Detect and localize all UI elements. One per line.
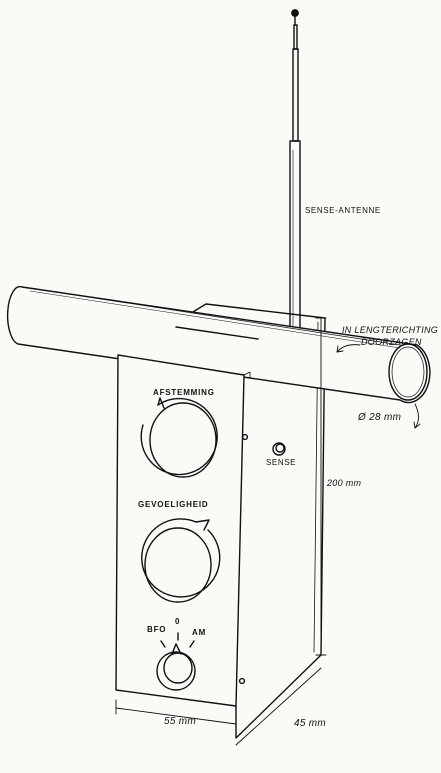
screw-lower <box>238 677 246 685</box>
width-label: 55 mm <box>164 716 197 727</box>
tuning-knob <box>140 397 218 478</box>
screw-upper <box>241 433 249 441</box>
sense-label: SENSE <box>266 458 297 467</box>
mode-switch-knob <box>156 632 196 691</box>
sensitivity-label: GEVOELIGHEID <box>138 500 209 509</box>
sense-button <box>272 442 286 456</box>
dim-depth <box>235 667 322 746</box>
antenna-label: SENSE-ANTENNE <box>305 206 381 215</box>
depth-label: 45 mm <box>294 718 327 729</box>
cut-label-line1: IN LENGTERICHTING <box>342 325 439 335</box>
tube-end-opening <box>388 343 428 401</box>
cut-label-line2: DOORZAGEN <box>361 337 422 347</box>
am-label: AM <box>192 628 207 637</box>
dimension-lines <box>115 317 421 746</box>
tube-saw-slot <box>29 287 401 346</box>
sense-antenna <box>289 9 301 334</box>
arrow-cut <box>336 344 361 353</box>
sensitivity-knob <box>141 518 221 603</box>
front-panel-edge <box>243 371 251 379</box>
arrow-diameter <box>414 403 419 429</box>
off-label: 0 <box>175 617 181 626</box>
tube <box>6 285 431 404</box>
diameter-label: Ø 28 mm <box>358 412 402 423</box>
front-panel <box>115 354 245 707</box>
dim-width <box>115 707 237 725</box>
tube-outline <box>6 285 431 404</box>
height-label: 200 mm <box>327 478 362 488</box>
antenna-tip <box>291 9 299 17</box>
bfo-label: BFO <box>147 625 167 634</box>
tuning-label: AFSTEMMING <box>153 388 215 397</box>
